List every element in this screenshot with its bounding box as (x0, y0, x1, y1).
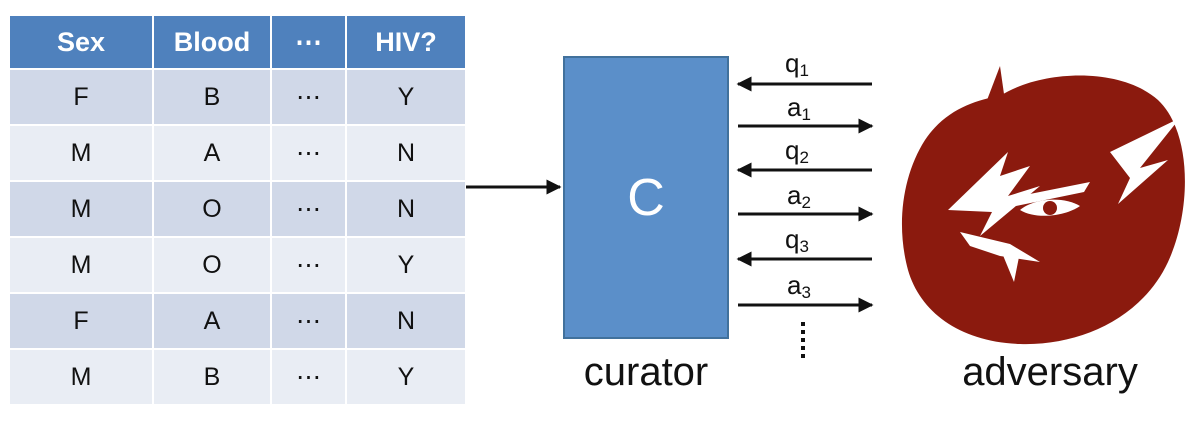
table-cell: O (154, 182, 270, 236)
label-subscript: 3 (799, 237, 809, 256)
devil-face-icon (901, 66, 1185, 345)
label-base: a (787, 270, 802, 300)
curator-letter: C (627, 168, 665, 227)
table-cell: N (347, 126, 465, 180)
label-subscript: 1 (799, 61, 809, 80)
table-cell: M (10, 182, 152, 236)
table-cell: ⋯ (272, 294, 345, 348)
column-header-hiv: HIV? (347, 16, 465, 68)
table-cell: N (347, 182, 465, 236)
label-base: q (785, 224, 800, 254)
label-base: a (787, 92, 802, 122)
table-cell: O (154, 238, 270, 292)
label-base: q (785, 48, 800, 78)
table-cell: ⋯ (272, 126, 345, 180)
query-label: q2 (785, 135, 809, 166)
table-cell: B (154, 350, 270, 404)
table-cell: M (10, 126, 152, 180)
table-cell: A (154, 294, 270, 348)
label-subscript: 1 (801, 105, 811, 124)
column-header-blood: Blood (154, 16, 270, 68)
table-cell: F (10, 294, 152, 348)
label-subscript: 2 (801, 193, 811, 212)
table-cell: F (10, 70, 152, 124)
table-cell: Y (347, 70, 465, 124)
answer-label: a2 (787, 180, 811, 211)
table-cell: A (154, 126, 270, 180)
table-cell: ⋯ (272, 350, 345, 404)
table-cell: M (10, 238, 152, 292)
curator-label: curator (583, 350, 709, 394)
curator-box: C (563, 56, 729, 339)
table-cell: ⋯ (272, 70, 345, 124)
table-header-row: Sex Blood ⋯ HIV? (10, 16, 465, 68)
column-header-ellipsis: ⋯ (272, 16, 345, 68)
table-cell: ⋯ (272, 182, 345, 236)
database-table: Sex Blood ⋯ HIV? F B ⋯ Y M A ⋯ N M O ⋯ N… (8, 14, 467, 406)
table-cell: B (154, 70, 270, 124)
table-cell: M (10, 350, 152, 404)
table-row: F A ⋯ N (10, 294, 465, 348)
query-label: q3 (785, 224, 809, 255)
adversary-label: adversary (962, 350, 1138, 394)
query-label: q1 (785, 48, 809, 79)
table-row: M O ⋯ N (10, 182, 465, 236)
table-cell: ⋯ (272, 238, 345, 292)
table-row: M A ⋯ N (10, 126, 465, 180)
answer-label: a1 (787, 92, 811, 123)
column-header-sex: Sex (10, 16, 152, 68)
answer-label: a3 (787, 270, 811, 301)
label-subscript: 3 (801, 283, 811, 302)
label-base: q (785, 135, 800, 165)
table-row: M O ⋯ Y (10, 238, 465, 292)
continuation-dots (801, 322, 805, 358)
label-base: a (787, 180, 802, 210)
table-cell: Y (347, 238, 465, 292)
label-subscript: 2 (799, 148, 809, 167)
table-cell: Y (347, 350, 465, 404)
table-row: F B ⋯ Y (10, 70, 465, 124)
table-cell: N (347, 294, 465, 348)
table-row: M B ⋯ Y (10, 350, 465, 404)
